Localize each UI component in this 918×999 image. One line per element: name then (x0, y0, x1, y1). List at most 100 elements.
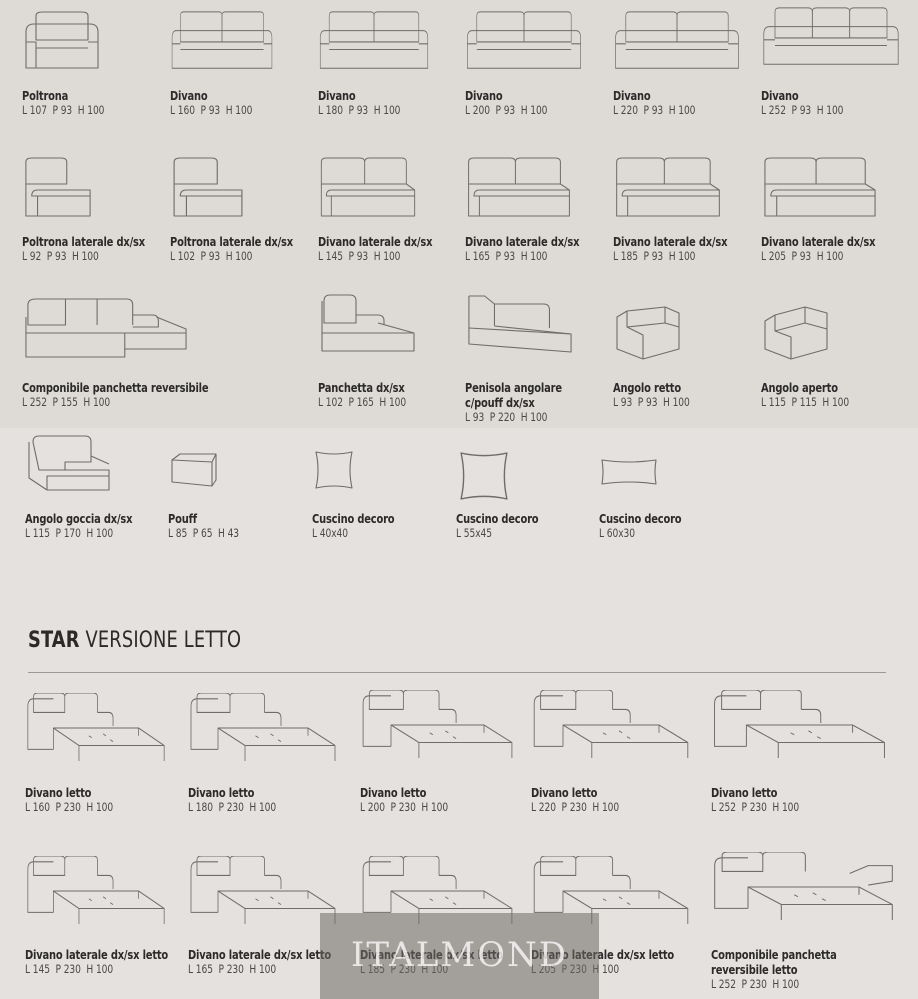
catalog-item-dims: L 107 P 93 H 100 (22, 103, 105, 117)
section-divider (28, 672, 886, 673)
bed-item-dims: L 252 P 230 H 100 (711, 800, 800, 814)
catalog-item-dims: L 85 P 65 H 43 (168, 526, 239, 540)
section-title: STAR VERSIONE LETTO (28, 628, 241, 653)
bed-section (0, 428, 918, 999)
sofa-bed-icon (25, 693, 175, 763)
cushion-icon (456, 448, 606, 504)
open-corner-icon (761, 303, 911, 363)
bed-item-name: Divano letto (188, 785, 255, 800)
side-sofa-bed-icon (188, 856, 338, 926)
peninsula-icon (465, 292, 615, 356)
catalog-item-name: Divano laterale dx/sx (465, 234, 580, 249)
sofa-2-icon (318, 10, 468, 72)
catalog-item-dims: L 205 P 93 H 100 (761, 249, 844, 263)
bed-item-dims: L 252 P 230 H 100 (711, 977, 800, 991)
chaise-icon (318, 293, 468, 355)
catalog-item-name: Divano (613, 88, 651, 103)
bed-item-name: Componibile panchetta reversibile letto (711, 947, 837, 977)
chaise-sofa-icon (22, 295, 187, 361)
catalog-item-dims: L 220 P 93 H 100 (613, 103, 696, 117)
sofa-3-icon (761, 6, 911, 68)
watermark: ITALMOND (320, 913, 599, 999)
catalog-item-name: Divano (318, 88, 356, 103)
pouf-icon (168, 452, 318, 490)
bed-item-dims: L 220 P 230 H 100 (531, 800, 620, 814)
sofa-bed-icon (188, 693, 338, 763)
side-sofa-bed-icon (25, 856, 175, 926)
catalog-item-name: Angolo retto (613, 380, 681, 395)
catalog-item-name: Angolo goccia dx/sx (25, 511, 133, 526)
catalog-item-dims: L 252 P 155 H 100 (22, 395, 111, 409)
sofa-bed-icon (531, 690, 689, 760)
catalog-item-name: Penisola angolare c/pouff dx/sx (465, 380, 562, 410)
catalog-item-dims: L 160 P 93 H 100 (170, 103, 253, 117)
sofa-bed-icon (711, 690, 885, 760)
catalog-item-name: Cuscino decoro (599, 511, 682, 526)
catalog-item-dims: L 102 P 165 H 100 (318, 395, 407, 409)
side-sofa-icon (613, 156, 763, 218)
catalog-item-name: Divano laterale dx/sx (318, 234, 433, 249)
catalog-item-name: Poltrona laterale dx/sx (22, 234, 145, 249)
catalog-item-dims: L 93 P 93 H 100 (613, 395, 690, 409)
catalog-item-name: Cuscino decoro (456, 511, 539, 526)
catalog-item-dims: L 93 P 220 H 100 (465, 410, 548, 424)
chaise-sofa-bed-icon (711, 852, 893, 922)
catalog-item-dims: L 252 P 93 H 100 (761, 103, 844, 117)
side-sofa-icon (761, 156, 911, 218)
catalog-item-dims: L 92 P 93 H 100 (22, 249, 99, 263)
section-title-rest: VERSIONE LETTO (79, 628, 242, 653)
corner-icon (613, 303, 763, 363)
catalog-item-name: Poltrona laterale dx/sx (170, 234, 293, 249)
side-armchair-icon (22, 156, 172, 218)
bed-item-dims: L 165 P 230 H 100 (188, 962, 277, 976)
watermark-text: ITALMOND (350, 935, 569, 975)
bed-item-name: Divano letto (711, 785, 778, 800)
bed-item-name: Divano letto (531, 785, 598, 800)
bed-item-name: Divano letto (360, 785, 427, 800)
catalog-item-dims: L 55x45 (456, 526, 492, 540)
catalog-item-dims: L 165 P 93 H 100 (465, 249, 548, 263)
bed-item-dims: L 160 P 230 H 100 (25, 800, 114, 814)
catalog-item-dims: L 185 P 93 H 100 (613, 249, 696, 263)
bed-item-name: Divano laterale dx/sx letto (25, 947, 169, 962)
catalog-item-name: Pouff (168, 511, 197, 526)
bed-item-dims: L 145 P 230 H 100 (25, 962, 114, 976)
catalog-item-dims: L 115 P 170 H 100 (25, 526, 114, 540)
catalog-item-dims: L 180 P 93 H 100 (318, 103, 401, 117)
catalog-item-name: Cuscino decoro (312, 511, 395, 526)
catalog-item-name: Divano (761, 88, 799, 103)
cushion-long-icon (599, 456, 749, 488)
catalog-item-name: Divano (465, 88, 503, 103)
catalog-item-name: Componibile panchetta reversibile (22, 380, 209, 395)
bed-item-name: Divano laterale dx/sx letto (188, 947, 332, 962)
catalog-item-dims: L 40x40 (312, 526, 348, 540)
sofa-2-icon (170, 10, 320, 72)
section-title-bold: STAR (28, 628, 80, 653)
armchair-icon (22, 10, 172, 72)
